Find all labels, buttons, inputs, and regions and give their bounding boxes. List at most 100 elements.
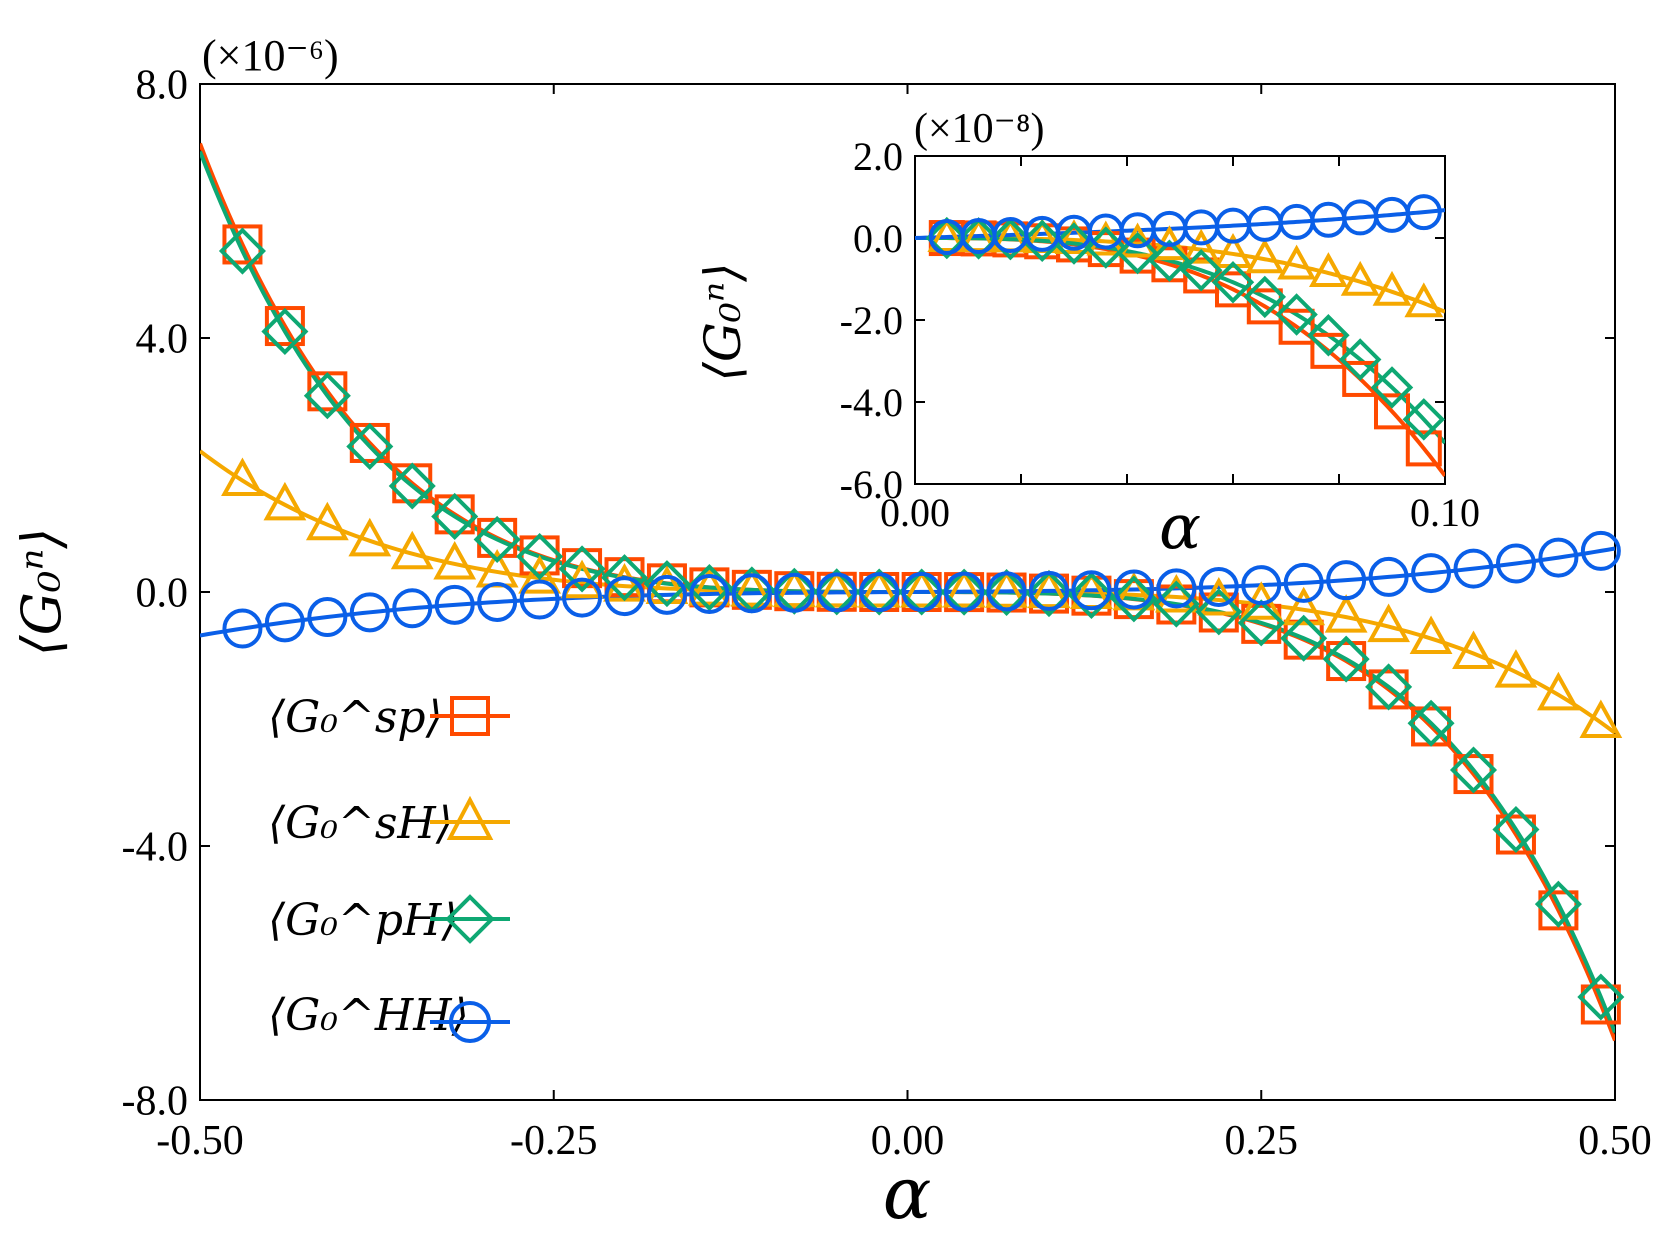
series-3-marker xyxy=(1198,566,1239,607)
series-2-marker xyxy=(261,307,309,355)
x-tick-label: 0.00 xyxy=(880,490,950,535)
series-0-marker xyxy=(1342,360,1379,397)
series-0-marker xyxy=(1374,393,1410,430)
series-1-marker xyxy=(1324,594,1368,633)
series-1-marker xyxy=(1404,282,1444,318)
series-1-marker xyxy=(1027,569,1071,609)
legend-label-gsp: ⟨G₀^sp⟩ xyxy=(268,692,443,743)
series-2-marker xyxy=(600,554,649,602)
series-2-marker xyxy=(1402,398,1446,441)
series-2-marker xyxy=(431,492,479,540)
series-2-marker xyxy=(1025,570,1073,618)
series-2-marker xyxy=(1067,571,1115,620)
series-1-marker xyxy=(1367,603,1410,643)
series-3-marker xyxy=(562,577,603,618)
y-tick-label: -8.0 xyxy=(122,1079,189,1125)
series-3-marker xyxy=(1326,560,1367,601)
y-tick-label: -4.0 xyxy=(840,380,903,425)
series-3-marker xyxy=(1241,565,1282,606)
series-3-marker xyxy=(604,576,645,617)
series-3-marker xyxy=(1283,562,1324,603)
series-1-marker xyxy=(857,568,901,608)
series-2-marker xyxy=(1110,575,1158,623)
series-3-marker xyxy=(1029,570,1069,611)
series-1-marker xyxy=(1054,219,1094,254)
main-y-axis-title: ⟨G₀ⁿ⟩ xyxy=(10,528,73,657)
legend-label-ghh: ⟨G₀^HH⟩ xyxy=(268,990,469,1041)
series-3-marker xyxy=(901,571,942,612)
series-2-marker xyxy=(1179,249,1223,292)
series-3-marker xyxy=(264,602,305,643)
series-3-marker xyxy=(1368,556,1409,597)
series-2-marker xyxy=(1280,614,1328,662)
x-tick-label: -0.50 xyxy=(156,1118,244,1164)
series-1-marker xyxy=(1494,649,1538,688)
series-3-marker xyxy=(1495,543,1536,584)
inset-x-axis-title: α xyxy=(1159,490,1201,563)
series-1-marker xyxy=(900,568,944,608)
series-3-marker xyxy=(1538,537,1579,578)
series-3-marker xyxy=(519,579,560,620)
series-1-marker xyxy=(1277,244,1316,280)
series-2-marker xyxy=(346,422,394,470)
series-2-marker xyxy=(1211,261,1255,304)
series-2-marker xyxy=(898,568,946,616)
series-3-marker xyxy=(1113,569,1154,610)
y-tick-label: 0.0 xyxy=(853,216,903,261)
series-3-marker xyxy=(1156,568,1197,609)
series-2-marker xyxy=(957,217,1000,260)
series-1-marker xyxy=(221,457,264,497)
series-1-marker xyxy=(730,568,774,607)
series-3-marker xyxy=(646,574,687,615)
series-2-marker xyxy=(1449,746,1498,794)
series-3-marker xyxy=(816,572,857,613)
main-x-axis-title: α xyxy=(883,1151,932,1235)
legend-item-gsp: ⟨G₀^sp⟩ xyxy=(268,692,510,743)
series-3-marker xyxy=(1580,530,1621,571)
series-2-marker xyxy=(1195,588,1243,636)
series-3-marker xyxy=(349,592,390,633)
legend-item-ghh: ⟨G₀^HH⟩ xyxy=(268,990,510,1043)
legend-item-gsh: ⟨G₀^sH⟩ xyxy=(268,795,510,849)
series-3-marker xyxy=(1405,194,1442,231)
series-2-marker xyxy=(1307,314,1350,357)
legend-diamond-marker xyxy=(445,894,495,944)
series-1-marker xyxy=(1537,671,1580,711)
series-3-marker xyxy=(986,571,1027,612)
y-tick-label: 8.0 xyxy=(136,63,189,109)
series-1-marker xyxy=(985,569,1028,608)
series-0-marker xyxy=(1310,332,1347,369)
series-3-marker xyxy=(1071,570,1112,611)
series-1-marker xyxy=(518,555,561,594)
series-1-marker xyxy=(348,517,392,557)
series-2-marker xyxy=(989,217,1032,261)
series-2-marker xyxy=(1492,805,1540,854)
series-2-marker xyxy=(218,227,266,275)
series-2-marker xyxy=(1237,599,1285,647)
series-2-marker xyxy=(1577,973,1625,1021)
inset-markers-group xyxy=(925,194,1446,467)
x-tick-label: 0.00 xyxy=(871,1118,945,1164)
series-1-marker xyxy=(1181,228,1221,264)
series-3-marker xyxy=(307,597,348,638)
series-2-marker xyxy=(1116,231,1159,275)
x-tick-label: 0.25 xyxy=(1225,1118,1299,1164)
y-tick-label: -4.0 xyxy=(122,825,189,871)
series-1-marker xyxy=(688,567,731,606)
series-3-marker xyxy=(434,584,475,625)
series-0-marker xyxy=(1246,288,1283,325)
series-1-marker xyxy=(305,501,349,541)
y-tick-label: 0.0 xyxy=(136,571,189,617)
series-0-marker xyxy=(1278,308,1315,345)
series-2-marker xyxy=(473,515,521,563)
series-2-marker xyxy=(1052,222,1096,265)
series-2-marker xyxy=(303,372,351,420)
legend-label-gsh: ⟨G₀^sH⟩ xyxy=(268,798,453,849)
series-1-marker xyxy=(263,481,307,521)
series-3-marker xyxy=(222,608,263,649)
inset-y-multiplier: (×10⁻⁸) xyxy=(914,106,1044,152)
series-1-marker xyxy=(772,568,816,608)
series-0-marker xyxy=(1580,984,1621,1025)
series-2-marker xyxy=(1534,880,1582,928)
